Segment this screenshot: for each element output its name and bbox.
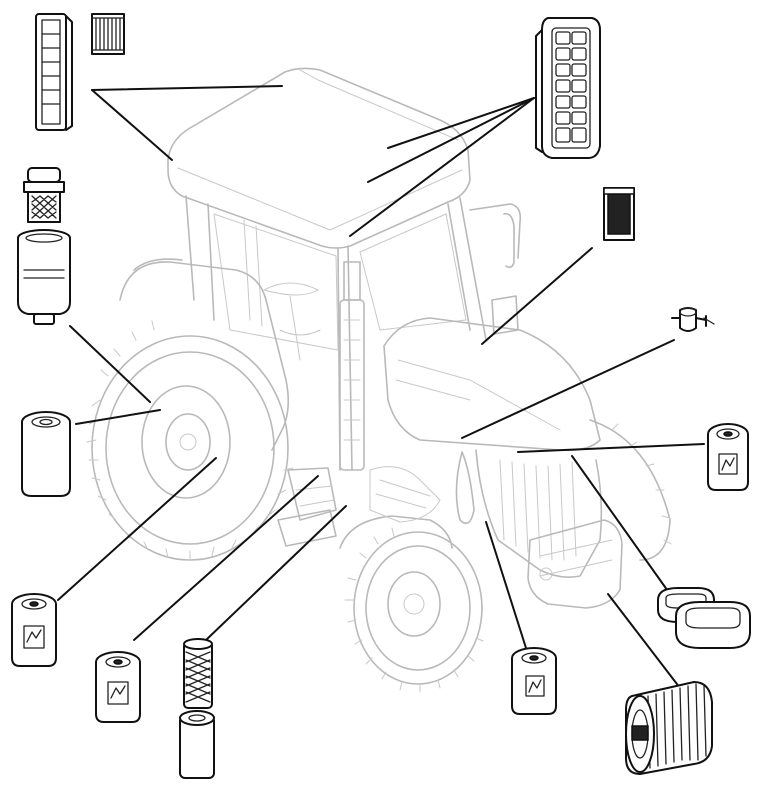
leader-lines: [57, 85, 705, 689]
spin-on-filter-icon[interactable]: [95, 651, 141, 723]
dark-filter-icon[interactable]: [603, 187, 635, 241]
tractor-illustration: [86, 67, 672, 693]
oval-air-filter-icon[interactable]: [657, 587, 751, 649]
inline-filter-icon[interactable]: [671, 307, 715, 332]
mesh-filter-icon[interactable]: [91, 13, 125, 55]
spin-on-filter-icon[interactable]: [511, 647, 557, 715]
canister-filter-icon[interactable]: [21, 411, 71, 497]
spin-on-filter-icon[interactable]: [11, 593, 57, 667]
strainer-icon[interactable]: [23, 167, 65, 223]
cab-filter-icon[interactable]: [35, 13, 73, 131]
grille-filter-icon[interactable]: [535, 17, 601, 159]
bowl-filter-icon[interactable]: [17, 229, 71, 325]
spin-on-filter-icon[interactable]: [707, 423, 749, 491]
cartridge-filter-icon[interactable]: [179, 638, 215, 779]
air-filter-cylinder-icon[interactable]: [625, 681, 713, 775]
